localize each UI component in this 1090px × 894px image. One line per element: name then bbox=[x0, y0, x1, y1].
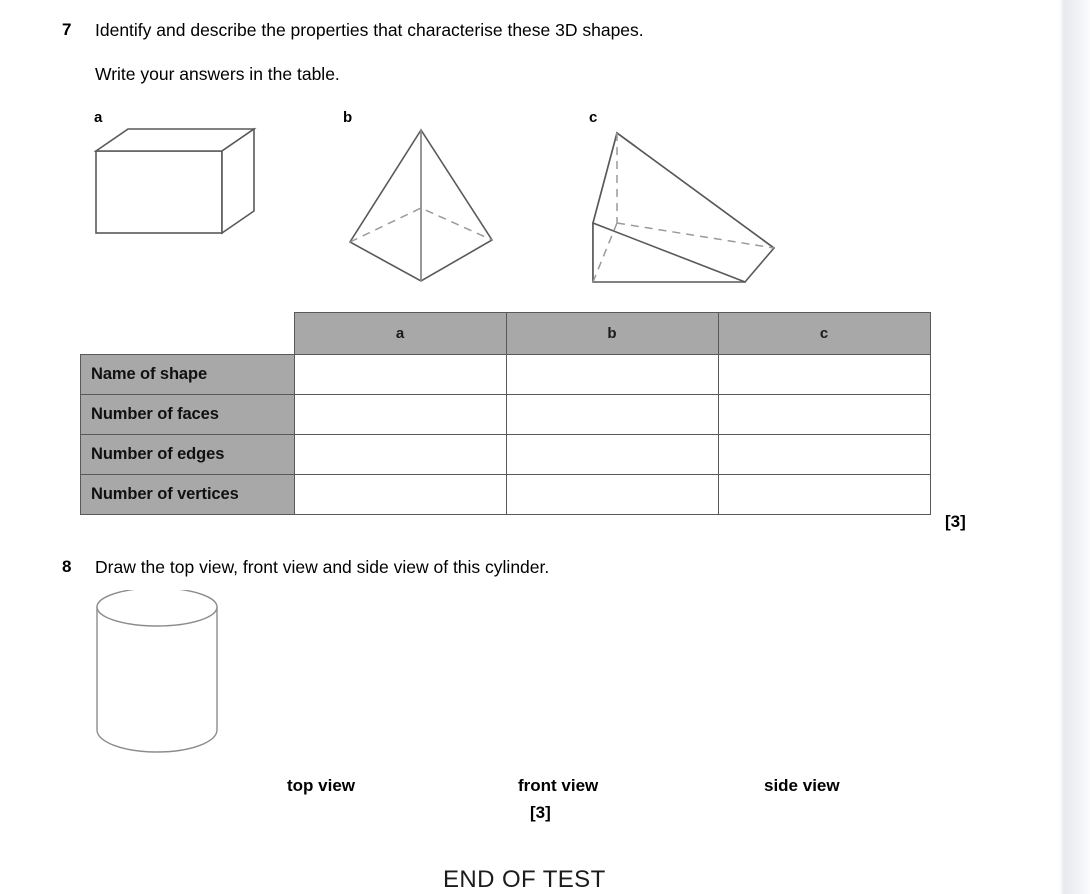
answer-cell-faces-b[interactable] bbox=[505, 394, 719, 435]
question-7-text-line-1: Identify and describe the properties tha… bbox=[95, 20, 644, 40]
table-row: Number of faces bbox=[80, 394, 931, 435]
question-8-number: 8 bbox=[62, 557, 72, 576]
answer-cell-name-b[interactable] bbox=[505, 354, 719, 395]
answer-cell-faces-c[interactable] bbox=[717, 394, 931, 435]
table-row: Number of edges bbox=[80, 434, 931, 475]
answer-cell-edges-a[interactable] bbox=[293, 434, 507, 475]
end-of-test-footer: END OF TEST bbox=[443, 866, 606, 893]
answer-cell-edges-b[interactable] bbox=[505, 434, 719, 475]
table-corner-cell bbox=[81, 313, 295, 355]
square-based-pyramid-figure bbox=[345, 125, 500, 290]
shape-label-a: a bbox=[94, 109, 103, 126]
shape-properties-table: a b c Name of shape Number of faces Numb… bbox=[80, 312, 931, 515]
column-header-a: a bbox=[293, 312, 507, 355]
view-label-top: top view bbox=[287, 776, 356, 795]
table-header-row: a b c bbox=[81, 312, 931, 355]
question-7-marks: [3] bbox=[945, 512, 966, 531]
column-header-b: b bbox=[505, 312, 719, 355]
question-7-number: 7 bbox=[62, 20, 72, 39]
triangular-prism-figure bbox=[588, 125, 783, 290]
answer-cell-edges-c[interactable] bbox=[717, 434, 931, 475]
cylinder-figure bbox=[90, 590, 230, 760]
question-7-text-line-2: Write your answers in the table. bbox=[95, 64, 340, 84]
answer-cell-faces-a[interactable] bbox=[293, 394, 507, 435]
answer-cell-name-c[interactable] bbox=[717, 354, 931, 395]
table-row: Name of shape bbox=[80, 354, 931, 395]
column-header-c: c bbox=[717, 312, 931, 355]
shape-label-c: c bbox=[589, 109, 598, 126]
view-label-side: side view bbox=[764, 776, 840, 795]
cuboid-figure bbox=[88, 120, 268, 245]
table-row: Number of vertices bbox=[80, 474, 931, 515]
page-right-margin bbox=[1058, 0, 1090, 894]
row-header-name-of-shape: Name of shape bbox=[80, 354, 295, 395]
answer-cell-vertices-b[interactable] bbox=[505, 474, 719, 515]
shape-label-b: b bbox=[343, 109, 353, 126]
row-header-number-of-edges: Number of edges bbox=[80, 434, 295, 475]
view-label-front: front view bbox=[518, 776, 599, 795]
answer-cell-name-a[interactable] bbox=[293, 354, 507, 395]
question-8-marks: [3] bbox=[530, 803, 551, 822]
answer-cell-vertices-a[interactable] bbox=[293, 474, 507, 515]
answer-cell-vertices-c[interactable] bbox=[717, 474, 931, 515]
row-header-number-of-faces: Number of faces bbox=[80, 394, 295, 435]
row-header-number-of-vertices: Number of vertices bbox=[80, 474, 295, 515]
page-sheet: 7 Identify and describe the properties t… bbox=[62, 20, 966, 893]
question-8-text-line-1: Draw the top view, front view and side v… bbox=[95, 557, 550, 577]
